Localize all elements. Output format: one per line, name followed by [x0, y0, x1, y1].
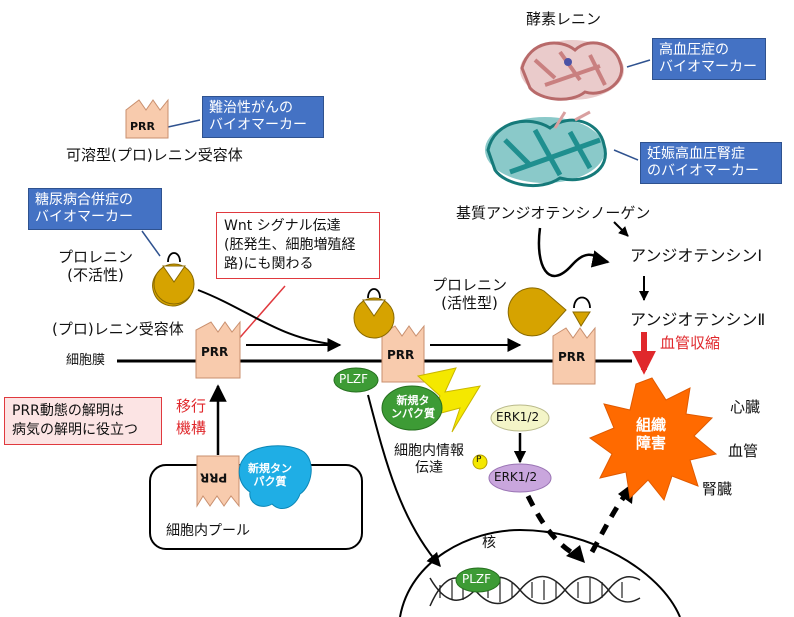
nucleus-membrane [399, 528, 681, 617]
nucleus-label: 核 [482, 535, 496, 551]
enzyme-renin-label: 酵素レニン [526, 10, 602, 28]
connector-line [613, 149, 639, 161]
prorenin-bound-shape [353, 288, 395, 339]
arrow-to-angiotensin1 [613, 221, 629, 237]
receptor-left-label: PRR [201, 345, 229, 359]
prorenin-inactive-shape [152, 252, 195, 307]
wnt-signaling-box: Wnt シグナル伝達 (胚発生、細胞増殖経 路)にも関わる [216, 212, 380, 279]
nucleus-to-tissue-dashed [589, 492, 629, 554]
heart-label: 心臓 [730, 398, 761, 416]
new-protein-label: 新規タ ンパク質 [391, 394, 435, 421]
erk-bottom-label: ERK1/2 [494, 470, 538, 484]
preeclampsia-marker-box: 妊娠高血圧腎症 のバイオマーカー [640, 142, 782, 184]
angiotensinogen-cleavage-curve [537, 227, 610, 278]
prr-flipped-label: PRR [200, 470, 228, 485]
connector-line [167, 119, 201, 128]
connector-line [141, 230, 161, 257]
receptor-right-label: PRR [558, 350, 586, 364]
angiotensinogen-label: 基質アンジオテンシノーゲン [456, 204, 651, 222]
prorenin-inactive-label: プロレニン (不活性) [58, 248, 134, 284]
connector-line [235, 285, 286, 343]
prr-dynamics-box: PRR動態の解明は 病気の解明に役立つ [4, 397, 162, 445]
new-protein-ellipse [381, 385, 443, 431]
vessel-label: 血管 [728, 442, 759, 460]
prorenin-binding-curve [197, 289, 341, 346]
plzf-nucleus-label: PLZF [462, 572, 492, 586]
kidney-label: 腎臓 [702, 480, 733, 498]
intracellular-pool-label: 細胞内プール [166, 523, 250, 539]
vasoconstriction-label: 血管収縮 [660, 334, 721, 352]
phospho-circle [472, 454, 488, 470]
renin-protein-image [520, 40, 624, 101]
erk-dash-head [566, 545, 585, 563]
soluble-prr-shape [125, 98, 169, 139]
new-protein-pool-label: 新規タン パク質 [248, 462, 292, 489]
new-protein-pool-shape [238, 445, 312, 509]
signaling-label: 細胞内情報 伝達 [394, 443, 464, 476]
prr-receptor-left [195, 320, 241, 379]
soluble-prr-label: PRR [130, 120, 156, 133]
plzf-ellipse [333, 367, 379, 393]
prorenin-active-shape [507, 287, 591, 337]
receptor-middle-label: PRR [387, 348, 415, 362]
erk-to-nucleus-dashed [525, 494, 576, 557]
cell-membrane-label: 細胞膜 [66, 353, 106, 368]
hypertension-marker-box: 高血圧症の バイオマーカー [652, 38, 766, 80]
plzf-label: PLZF [339, 372, 369, 386]
angiotensin1-label: アンジオテンシンⅠ [630, 246, 763, 265]
cancer-marker-box: 難治性がんの バイオマーカー [202, 96, 324, 138]
prorenin-receptor-label: (プロ)レニン受容体 [52, 320, 184, 338]
prorenin-active-label: プロレニン (活性型) [432, 276, 508, 312]
erk-ellipse-top [490, 404, 550, 432]
plzf-nucleus-arrow [367, 394, 441, 568]
erk-top-label: ERK1/2 [496, 410, 540, 424]
plzf-nucleus-ellipse [455, 567, 501, 593]
angiotensin2-label: アンジオテンシンⅡ [630, 310, 766, 329]
translocation-label: 移行 機構 [176, 397, 207, 437]
prr-receptor-right [552, 326, 596, 385]
connector-line [626, 59, 651, 68]
tissue-damage-burst [588, 377, 718, 502]
erk-ellipse-bottom [488, 463, 552, 493]
prr-receptor-middle [381, 324, 425, 383]
diabetes-marker-box: 糖尿病合併症の バイオマーカー [28, 188, 162, 230]
prr-flipped-shape [196, 455, 240, 508]
tissue-damage-label: 組織 障害 [636, 416, 667, 452]
phospho-label: P [476, 455, 482, 465]
soluble-receptor-label: 可溶型(プロ)レニン受容体 [66, 146, 243, 164]
angiotensinogen-protein-image [485, 110, 607, 187]
